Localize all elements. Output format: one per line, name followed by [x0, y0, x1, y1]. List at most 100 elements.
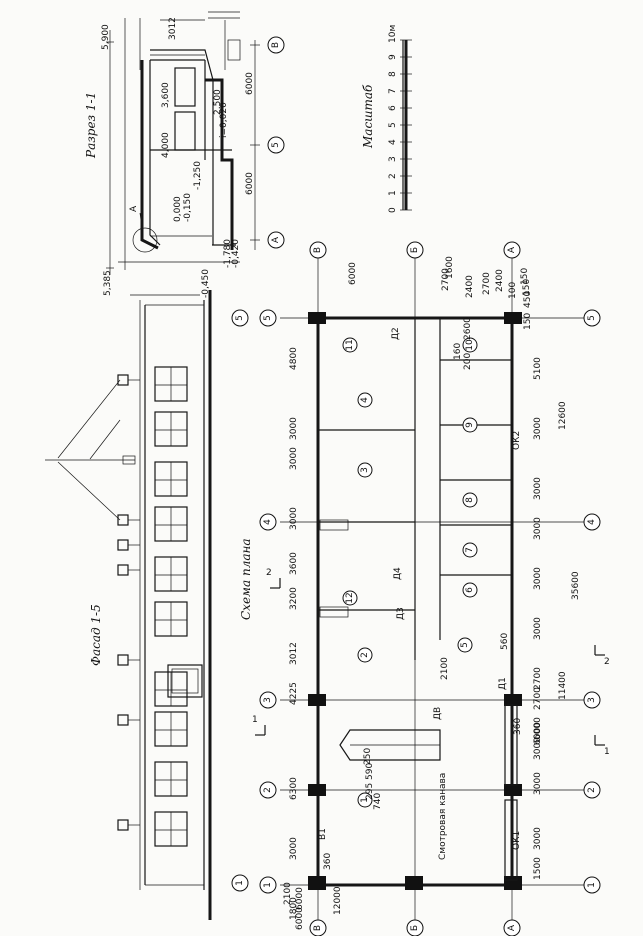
plan: [280, 258, 600, 920]
section-level-m1250: -1,250: [193, 161, 203, 190]
facade-vent-cap: [117, 539, 140, 551]
section-dim-6000b: 6000: [245, 172, 255, 195]
facade-window: [154, 811, 188, 847]
plan-mark: 740: [373, 793, 383, 810]
svg-text:4: 4: [587, 519, 597, 525]
plan-axis-4-right: 4: [583, 513, 601, 531]
side-dimension: 360: [323, 853, 333, 870]
bottom-dimension: 3000: [533, 617, 543, 640]
section-axis-5: 5: [267, 136, 285, 154]
room-number: 3: [357, 462, 373, 478]
bottom-dimension: 3000: [533, 772, 543, 795]
top-dimension: 3200: [289, 587, 299, 610]
scale-tick-label: 10м: [388, 25, 398, 43]
facade-window: [154, 411, 188, 447]
section-level-3600: 3,600: [161, 82, 171, 108]
svg-text:2: 2: [360, 652, 370, 658]
svg-text:6: 6: [465, 587, 475, 593]
svg-text:4: 4: [263, 519, 273, 525]
scale-title: Масштаб: [361, 84, 375, 149]
bottom-dimension: 3000: [533, 477, 543, 500]
svg-text:1: 1: [252, 715, 258, 725]
top-dimension: 3000: [289, 447, 299, 470]
svg-text:5: 5: [263, 315, 273, 321]
plan-axis-row-top: А: [503, 241, 521, 259]
plan-mark: 250: [363, 748, 373, 765]
inspection-pit-label: Смотровая канава: [438, 773, 448, 860]
room-number: 9: [462, 417, 478, 433]
facade-window: [154, 761, 188, 797]
side-dimension: 6000: [295, 907, 305, 930]
top-dimension-row: 150: [522, 279, 532, 296]
section-level-4000: 4,000: [161, 132, 171, 158]
svg-text:2: 2: [587, 787, 597, 793]
room-number: 4: [357, 392, 373, 408]
bottom-dimension: 3000: [533, 737, 543, 760]
facade-axis-5: 5: [231, 309, 249, 327]
plan-mark: 200: [463, 353, 473, 370]
facade-vent-cap: [117, 374, 140, 386]
facade-vent-cap: [117, 514, 140, 526]
side-dimension: 12000: [333, 886, 343, 915]
plan-axis-row-bottom: Б: [406, 919, 424, 936]
svg-text:В: В: [313, 925, 323, 931]
plan-axis-3-left: 3: [259, 691, 277, 709]
facade-vent-cap: [117, 819, 140, 831]
bottom-dimension: 3000: [533, 517, 543, 540]
top-dimension: 3000: [289, 837, 299, 860]
svg-text:А: А: [271, 236, 281, 243]
plan-title: Схема плана: [239, 538, 253, 620]
scale-tick-label: 3: [388, 156, 398, 162]
section-marker-1-bottom: 1: [594, 735, 610, 757]
bottom-dimension: 11400: [558, 671, 568, 700]
scale-tick-label: 5: [388, 122, 398, 128]
svg-text:А: А: [507, 246, 517, 253]
top-dimension: 3000: [289, 417, 299, 440]
top-dimension: 3012: [289, 642, 299, 665]
bottom-dimension: 3000: [533, 827, 543, 850]
svg-text:3: 3: [360, 467, 370, 473]
svg-text:7: 7: [465, 547, 475, 553]
svg-text:В: В: [271, 42, 281, 48]
bottom-dimension: 3000: [533, 567, 543, 590]
room-number: 1: [357, 792, 373, 808]
plan-axis-3-right: 3: [583, 691, 601, 709]
svg-text:10: 10: [465, 339, 475, 351]
section-level-top: 5,900: [101, 24, 111, 50]
top-dimension-row: 1600: [445, 256, 455, 279]
top-dimension: 4800: [289, 347, 299, 370]
svg-text:5: 5: [587, 315, 597, 321]
facade-title: Фасад 1-5: [89, 604, 103, 666]
plan-mark: ОК2: [512, 431, 522, 450]
scale-tick-label: 2: [388, 173, 398, 179]
top-dimension: 4225: [289, 682, 299, 705]
svg-text:4: 4: [360, 397, 370, 403]
svg-text:1: 1: [235, 880, 245, 886]
room-number: 10: [462, 337, 478, 353]
plan-mark: 295: [365, 783, 375, 800]
scale-tick-label: 6: [388, 105, 398, 111]
plan-axis-5-right: 5: [583, 309, 601, 327]
facade-window: [154, 461, 188, 497]
section-marker-2-top: 2: [266, 568, 281, 589]
room-number: 8: [462, 492, 478, 508]
facade-window: [154, 671, 188, 707]
plan-mark: 2600: [463, 317, 473, 340]
section-1-1: [106, 11, 260, 275]
section-level-m420: -0,420: [231, 239, 241, 268]
facade-window: [154, 366, 188, 402]
svg-text:1: 1: [604, 747, 610, 757]
top-dimension-row: 150: [520, 268, 530, 285]
svg-text:3: 3: [587, 697, 597, 703]
facade-window: [154, 506, 188, 542]
bottom-dimension: 1500: [533, 857, 543, 880]
section-level-m450: -0,450: [201, 269, 211, 298]
plan-axis-row-top: В: [309, 241, 327, 259]
facade-vent-cap: [117, 714, 140, 726]
plan-axis-row-bottom: В: [309, 919, 327, 936]
room-number: 7: [462, 542, 478, 558]
plan-mark: ОК1: [512, 831, 522, 850]
svg-text:1: 1: [587, 882, 597, 888]
